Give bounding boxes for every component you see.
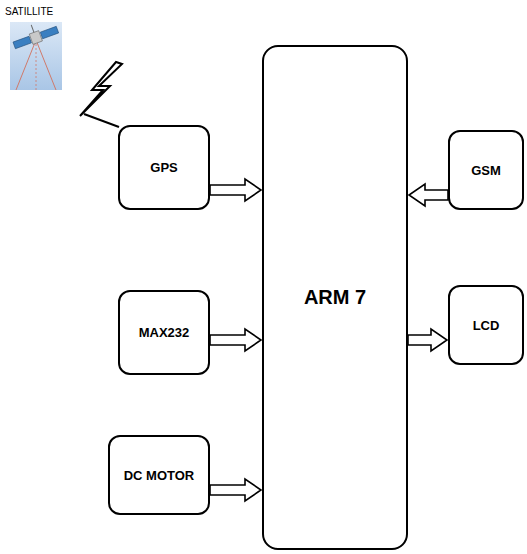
box-label: GSM — [471, 163, 501, 178]
module-box: DC MOTOR — [108, 435, 210, 515]
part-label: SATILLITE — [5, 6, 53, 17]
box-label: LCD — [473, 318, 500, 333]
box-label: DC MOTOR — [124, 468, 195, 483]
block-arrow — [210, 479, 261, 501]
satellite-symbol — [10, 17, 60, 51]
radio-link — [84, 114, 119, 127]
block-arrow — [210, 179, 261, 201]
sky-picture — [10, 22, 62, 90]
controller-box: ARM 7 — [262, 45, 408, 550]
signal-ray — [36, 40, 56, 90]
module-box: GSM — [448, 130, 524, 210]
box-label: MAX232 — [139, 325, 190, 340]
block-arrow — [409, 184, 448, 206]
block-arrow — [408, 329, 447, 351]
signal-ray — [36, 40, 37, 90]
module-box: LCD — [448, 285, 524, 365]
box-label: ARM 7 — [304, 286, 366, 309]
module-box: GPS — [118, 125, 210, 210]
box-label: GPS — [150, 160, 177, 175]
module-box: MAX232 — [118, 290, 210, 375]
block-arrow — [210, 329, 261, 351]
lightning-bolt — [80, 62, 122, 116]
